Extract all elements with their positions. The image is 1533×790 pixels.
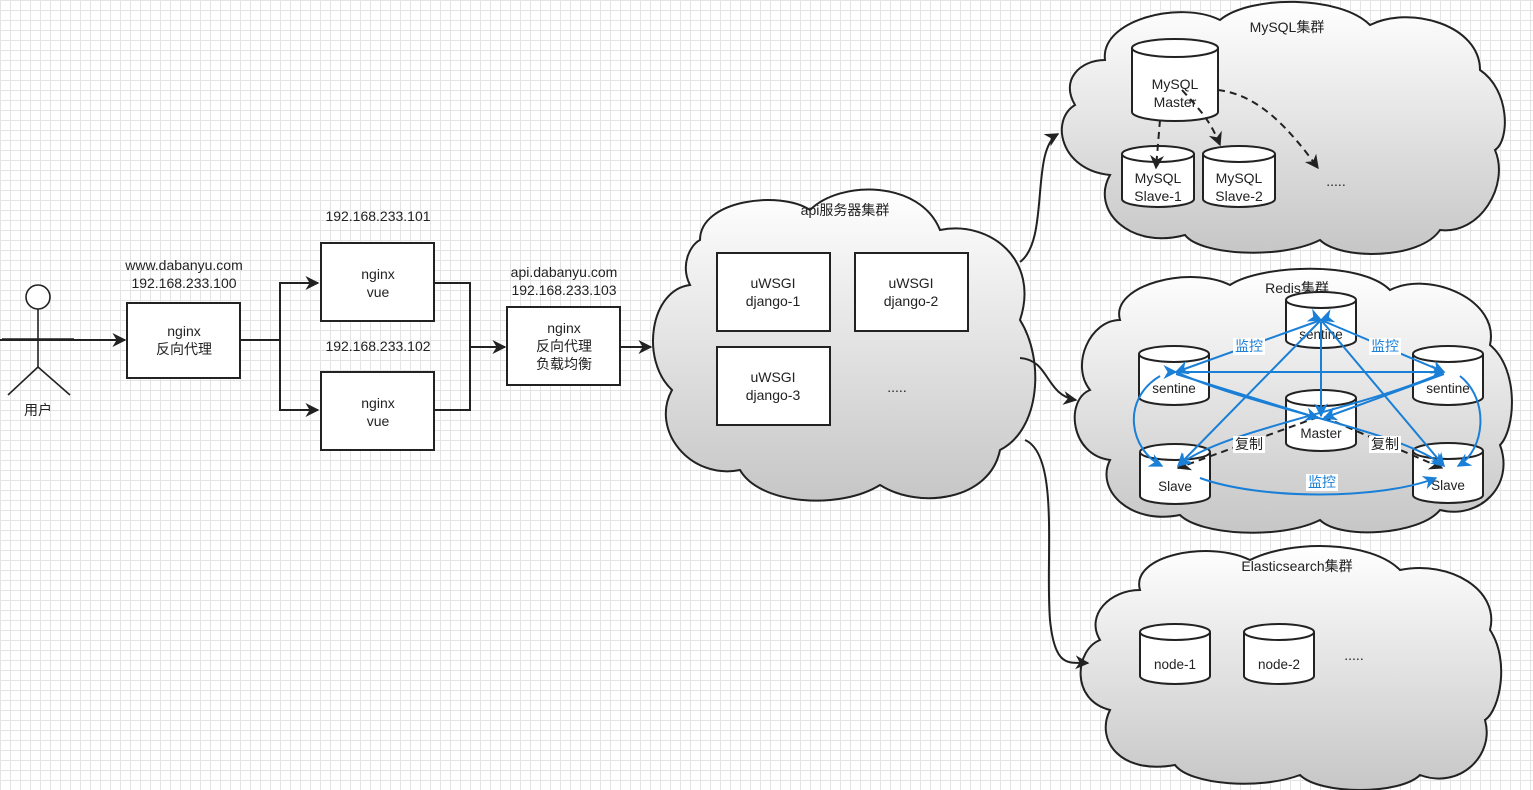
redis-replicate-label-2: 复制: [1371, 436, 1399, 452]
web2-to-api-line: [434, 347, 471, 411]
api-cluster-cloud: [652, 188, 1037, 502]
proxy-nginx-box: [126, 302, 241, 379]
redis-monitor-label-2: 监控: [1371, 338, 1399, 354]
mysql-cluster-more: .....: [1326, 173, 1345, 189]
es-node-2-label: node-2: [1258, 657, 1300, 672]
api-cluster-title: api服务器集群: [801, 202, 890, 218]
proxy-to-web2-arrow: [240, 339, 320, 417]
mysql-slave-1-role: Slave-1: [1134, 188, 1182, 204]
django-3-name: django-3: [746, 387, 801, 403]
web2-title: nginx: [361, 395, 394, 411]
django-1-name: django-1: [746, 293, 801, 309]
web2-box: [320, 371, 435, 451]
web1-title: nginx: [361, 266, 394, 282]
es-cluster-title: Elasticsearch集群: [1241, 558, 1352, 574]
redis-monitor-arrows: [1133, 308, 1482, 496]
api-host-label: api.dabanyu.com: [511, 264, 618, 280]
monitor-label-bg-3: [1306, 474, 1338, 491]
mysql-master-title: MySQL: [1152, 76, 1199, 92]
web2-ip-label: 192.168.233.102: [325, 338, 430, 354]
es-node-1-db-icon: [1139, 623, 1211, 685]
api-nginx-box: [506, 306, 621, 386]
mysql-cluster-cloud: [1060, 0, 1506, 255]
api-to-mysql-arrow: [1019, 133, 1060, 263]
mysql-slave-2-role: Slave-2: [1215, 188, 1263, 204]
redis-slave-left-label: Slave: [1158, 479, 1192, 494]
api-to-es-arrow: [1024, 439, 1090, 670]
redis-sentinel-right-db-icon: [1412, 345, 1484, 406]
mysql-slave-2-title: MySQL: [1216, 170, 1263, 186]
replicate-label-bg-1: [1233, 436, 1265, 453]
mysql-cluster-title: MySQL集群: [1250, 19, 1325, 35]
mysql-master-to-slave-1: [1150, 119, 1165, 170]
api-nginx-title: nginx: [547, 320, 580, 336]
django-2-name: django-2: [884, 293, 939, 309]
redis-sentinel-left-db-icon: [1138, 345, 1210, 406]
mysql-master-to-slave-2: [1181, 89, 1222, 147]
proxy-to-web1-arrow: [240, 276, 320, 341]
mysql-master-to-more: [1217, 89, 1319, 170]
mysql-slave-2-db-icon: [1202, 145, 1276, 208]
web1-role: vue: [367, 284, 390, 300]
django-2-server: uWSGI: [888, 275, 933, 291]
django-2-box: [854, 252, 969, 332]
redis-sentinel-right-label: sentine: [1426, 381, 1470, 396]
api-nginx-role2: 负载均衡: [536, 356, 592, 372]
api-cluster-more: .....: [887, 379, 906, 395]
mysql-master-role: Master: [1154, 94, 1197, 110]
web2-role: vue: [367, 413, 390, 429]
web1-to-api-line: [434, 282, 471, 347]
proxy-nginx-role: 反向代理: [156, 341, 212, 357]
es-node-2-db-icon: [1243, 623, 1315, 685]
api-ip-label: 192.168.233.103: [511, 282, 616, 298]
es-node-1-label: node-1: [1154, 657, 1196, 672]
django-1-server: uWSGI: [750, 275, 795, 291]
api-to-redis-arrow: [1019, 357, 1078, 405]
user-label: 用户: [24, 402, 52, 418]
proxy-ip-label: 192.168.233.100: [131, 275, 236, 291]
mysql-slave-1-db-icon: [1121, 145, 1195, 208]
django-3-box: [716, 346, 831, 426]
redis-monitor-label-3: 监控: [1308, 474, 1336, 490]
web1-ip-label: 192.168.233.101: [325, 208, 430, 224]
replicate-label-bg-2: [1369, 436, 1401, 453]
mysql-slave-1-title: MySQL: [1135, 170, 1182, 186]
redis-sentinel-left-label: sentine: [1152, 381, 1196, 396]
web1-box: [320, 242, 435, 322]
redis-master-label: Master: [1300, 426, 1342, 441]
mysql-master-db-icon: [1131, 38, 1219, 122]
proxy-nginx-title: nginx: [167, 323, 200, 339]
redis-monitor-label-1: 监控: [1235, 338, 1263, 354]
monitor-label-bg-2: [1369, 338, 1401, 355]
redis-replicate-label-1: 复制: [1235, 436, 1263, 452]
es-cluster-more: .....: [1344, 647, 1363, 663]
django-3-server: uWSGI: [750, 369, 795, 385]
proxy-host-label: www.dabanyu.com: [124, 257, 243, 273]
redis-slave-right-label: Slave: [1431, 478, 1465, 493]
api-nginx-role: 反向代理: [536, 338, 592, 354]
monitor-label-bg-1: [1233, 338, 1265, 355]
django-1-box: [716, 252, 831, 332]
